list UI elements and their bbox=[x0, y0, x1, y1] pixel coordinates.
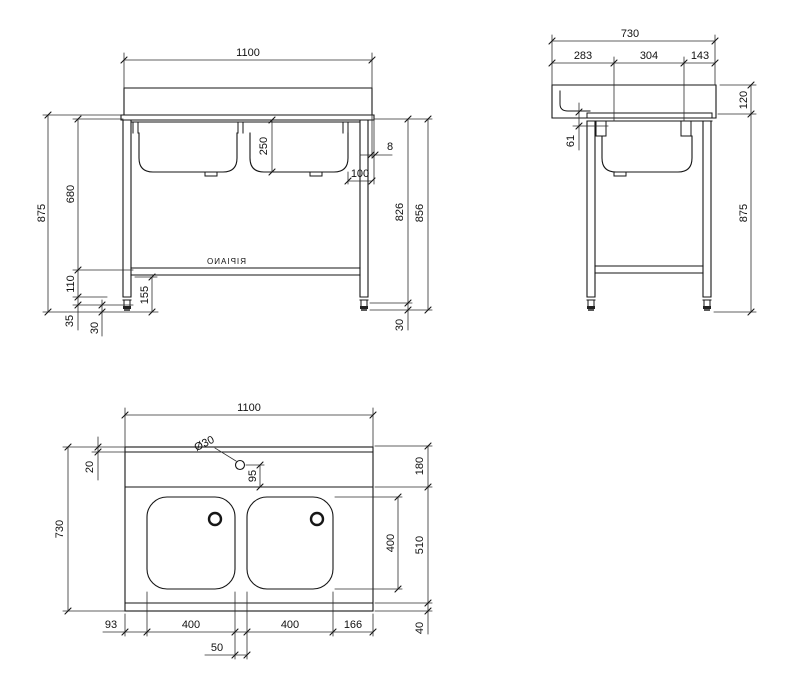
sink-bowl-right-front bbox=[249, 132, 349, 173]
dim-side-depth: 730 bbox=[621, 28, 639, 40]
front-view: RIPIANO 1100 875 680 110 35 30 155 250 8… bbox=[36, 47, 433, 337]
side-bottom-rail bbox=[594, 265, 704, 274]
dim-front-foot-upper: 35 bbox=[64, 315, 76, 327]
dim-plan-right-margin: 166 bbox=[344, 619, 362, 631]
drain-stub-left bbox=[204, 171, 218, 177]
dim-plan-bowl-depth: 400 bbox=[385, 534, 397, 552]
side-dimension-lines bbox=[551, 34, 757, 313]
dim-front-foot-adjust: 30 bbox=[394, 319, 406, 331]
front-dimension-ticks bbox=[44, 56, 432, 316]
foot-side-left bbox=[586, 296, 596, 312]
dim-front-total-height: 875 bbox=[36, 204, 48, 222]
dim-plan-bowl-zone: 510 bbox=[414, 536, 426, 554]
counter-rim-section bbox=[586, 112, 713, 119]
side-dimension-ticks bbox=[548, 37, 755, 316]
dim-plan-front-fold: 40 bbox=[414, 622, 426, 634]
dim-side-height: 875 bbox=[738, 204, 750, 222]
plan-inner-lines bbox=[124, 451, 374, 604]
under-counter-frame bbox=[130, 121, 361, 134]
backsplash-outline bbox=[123, 87, 373, 116]
dim-plan-back-zone: 180 bbox=[414, 457, 426, 475]
dim-plan-bowl1-width: 400 bbox=[182, 619, 200, 631]
foot-front-right bbox=[359, 296, 369, 312]
dim-plan-center-gap: 50 bbox=[211, 642, 223, 654]
sink-bowl-left-front bbox=[138, 132, 238, 173]
faucet-hole-leader bbox=[214, 447, 237, 462]
counter-top-outline bbox=[120, 114, 375, 121]
faucet-hole bbox=[234, 459, 246, 471]
lower-shelf bbox=[130, 267, 361, 276]
dim-front-frame-height: 826 bbox=[394, 203, 406, 221]
dim-side-rail-drop: 61 bbox=[565, 135, 577, 147]
foot-front-left bbox=[122, 296, 132, 312]
dim-plan-back-fold: 20 bbox=[84, 461, 96, 473]
drain-stub-right bbox=[309, 171, 323, 177]
dim-side-back-seg: 283 bbox=[574, 50, 592, 62]
dim-front-shelf-floor: 155 bbox=[139, 286, 151, 304]
side-frame-rails bbox=[586, 120, 713, 137]
faucet-hole-diameter-label: Ø30 bbox=[192, 434, 216, 454]
drain-stub-section bbox=[613, 171, 627, 177]
dim-front-bowl-depth: 250 bbox=[258, 137, 270, 155]
dim-plan-depth: 730 bbox=[54, 520, 66, 538]
dim-front-frame-height-outer: 856 bbox=[414, 204, 426, 222]
dim-plan-width: 1100 bbox=[237, 402, 261, 414]
side-slab-outline bbox=[551, 84, 717, 119]
front-dimension-lines bbox=[42, 52, 433, 337]
dim-side-front-seg: 143 bbox=[691, 50, 709, 62]
legs-side bbox=[586, 120, 712, 298]
dim-front-under-counter: 680 bbox=[65, 185, 77, 203]
foot-side-right bbox=[702, 296, 712, 312]
sink-bowl-section bbox=[601, 135, 693, 173]
dim-side-splash-height: 120 bbox=[738, 91, 750, 109]
plan-outline bbox=[124, 446, 374, 612]
shelf-brand-label: RIPIANO bbox=[206, 257, 246, 266]
legs-front bbox=[122, 119, 369, 298]
dim-front-shelf-drop: 110 bbox=[65, 275, 77, 293]
drain-hole-left bbox=[207, 511, 223, 527]
dim-plan-left-margin: 93 bbox=[105, 619, 117, 631]
dim-front-edge-gap: 8 bbox=[387, 141, 393, 153]
sink-bowl-right-plan bbox=[246, 496, 334, 590]
dim-plan-bowl2-width: 400 bbox=[281, 619, 299, 631]
backsplash-profile bbox=[559, 90, 591, 112]
plan-dimension-lines bbox=[62, 407, 433, 660]
dim-front-edge-inset: 100 bbox=[351, 168, 369, 180]
plan-view: 1100 Ø30 95 20 730 180 510 400 40 93 400… bbox=[54, 402, 433, 660]
drain-hole-right bbox=[309, 511, 325, 527]
dim-side-mid-seg: 304 bbox=[640, 50, 658, 62]
dim-front-width: 1100 bbox=[236, 47, 260, 59]
dim-plan-hole-offset: 95 bbox=[247, 470, 259, 482]
plan-dimension-ticks bbox=[64, 411, 432, 659]
dim-front-foot-lower: 30 bbox=[89, 322, 101, 334]
side-view: 730 283 304 143 61 120 875 bbox=[548, 28, 757, 316]
sink-bowl-left-plan bbox=[146, 496, 236, 590]
